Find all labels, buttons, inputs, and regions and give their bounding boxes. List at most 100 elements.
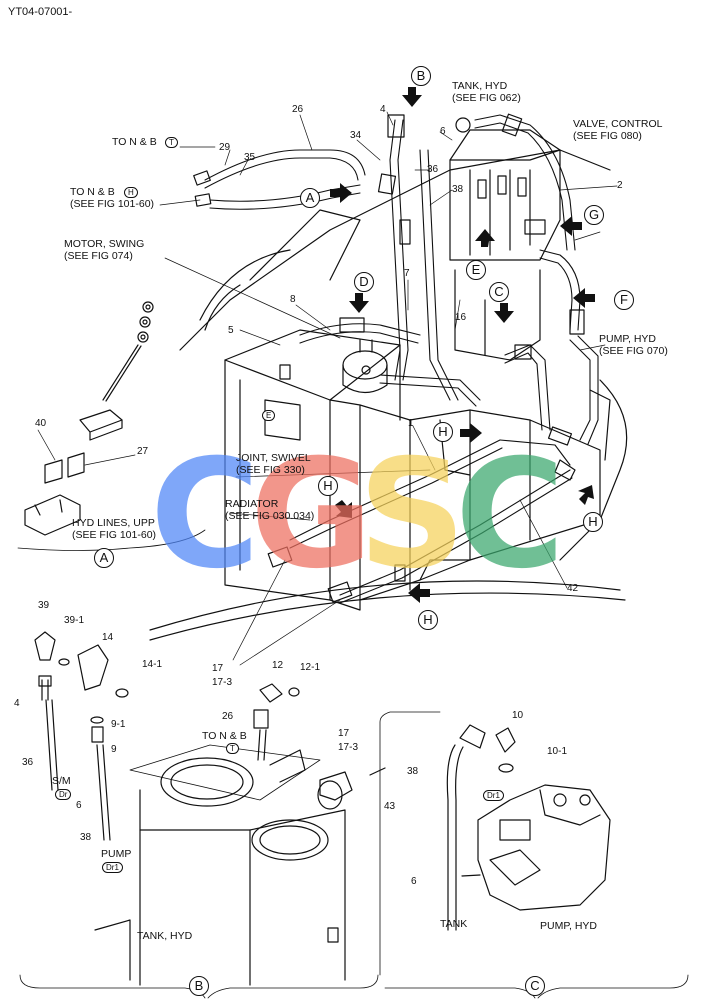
document-id: YT04-07001-: [8, 6, 73, 18]
part-14: 14: [102, 632, 114, 643]
part-17-b: 17: [338, 728, 350, 739]
part-38-c: 38: [407, 766, 419, 777]
label-joint-swivel: JOINT, SWIVEL: [236, 452, 311, 464]
label-pump-hyd-c: PUMP, HYD: [540, 920, 597, 932]
part-17-3-b: 17-3: [338, 742, 359, 753]
label-to-nb-h: TO N & B: [70, 186, 115, 198]
label-to-nb-t2: TO N & B: [202, 730, 247, 742]
control-valve: [449, 129, 561, 361]
part-35: 35: [244, 152, 256, 163]
part-42: 42: [567, 583, 579, 594]
part-9: 9: [111, 744, 117, 755]
label-radiator: RADIATOR: [225, 498, 279, 510]
part-16: 16: [455, 312, 467, 323]
badge-dr1-c: Dr1: [483, 790, 504, 801]
part-12-1: 12-1: [300, 662, 321, 673]
part-40: 40: [35, 418, 47, 429]
callout-h4: H: [418, 610, 438, 630]
label-see-fig-074: (SEE FIG 074): [64, 250, 133, 262]
part-29: 29: [219, 142, 231, 153]
part-14-1: 14-1: [142, 659, 163, 670]
label-see-fig-030-034: (SEE FIG 030.034): [225, 510, 315, 522]
label-see-fig-101-60: (SEE FIG 101-60): [70, 198, 155, 210]
callout-a-detail: A: [94, 548, 114, 568]
part-4-b: 4: [14, 698, 20, 709]
label-sm: S/M: [52, 775, 71, 787]
callout-c: C: [489, 282, 509, 302]
part-17-3: 17-3: [212, 677, 233, 688]
callout-g: G: [584, 205, 604, 225]
watermark-letter-s: S: [358, 428, 467, 602]
callout-b-top: B: [411, 66, 431, 86]
badge-dr: Dr: [55, 789, 72, 800]
part-36-b: 36: [22, 757, 34, 768]
callout-h1: H: [433, 422, 453, 442]
label-see-fig-062: (SEE FIG 062): [452, 92, 521, 104]
part-17: 17: [212, 663, 224, 674]
badge-h: H: [124, 187, 138, 198]
part-7: 7: [404, 268, 410, 279]
part-10-1: 10-1: [547, 746, 568, 757]
pointer-arrows: [330, 87, 595, 603]
part-38-b: 38: [80, 832, 92, 843]
callout-f: F: [614, 290, 634, 310]
part-39: 39: [38, 600, 50, 611]
label-see-fig-070: (SEE FIG 070): [599, 345, 668, 357]
callout-e: E: [466, 260, 486, 280]
part-38: 38: [452, 184, 464, 195]
callout-c-detail: C: [525, 976, 545, 996]
detail-b: [19, 631, 386, 999]
watermark-letter-c1: C: [150, 428, 261, 602]
part-26-b: 26: [222, 711, 234, 722]
callout-b-detail: B: [189, 976, 209, 996]
watermark-letter-c2: C: [455, 428, 566, 602]
label-hyd-lines-upp: HYD LINES, UPP: [72, 517, 155, 529]
part-36: 36: [427, 164, 439, 175]
label-pump: PUMP: [101, 848, 132, 860]
part-26: 26: [292, 104, 304, 115]
label-pump-hyd: PUMP, HYD: [599, 333, 656, 345]
part-34: 34: [350, 130, 362, 141]
label-tank-hyd: TANK, HYD: [452, 80, 508, 92]
detail-c: [379, 711, 689, 999]
part-1: 1: [408, 418, 414, 429]
part-10: 10: [512, 710, 524, 721]
part-12: 12: [272, 660, 284, 671]
label-see-fig-330: (SEE FIG 330): [236, 464, 305, 476]
badge-dr1: Dr1: [102, 862, 123, 873]
part-5: 5: [228, 325, 234, 336]
part-39-1: 39-1: [64, 615, 85, 626]
label-to-nb-t: TO N & B: [112, 136, 157, 148]
callout-a: A: [300, 188, 320, 208]
part-4: 4: [380, 104, 386, 115]
hoses-main: [204, 114, 599, 604]
swing-motor: [342, 339, 388, 394]
watermark-letter-g: G: [250, 428, 374, 602]
label-tank-hyd-b: TANK, HYD: [137, 930, 193, 942]
label-see-fig-101-60-b: (SEE FIG 101-60): [72, 529, 157, 541]
badge-e: E: [262, 410, 276, 421]
label-motor-swing: MOTOR, SWING: [64, 238, 145, 250]
part-8: 8: [290, 294, 296, 305]
part-27: 27: [137, 446, 149, 457]
badge-t: T: [165, 137, 178, 148]
label-tank: TANK: [440, 918, 468, 930]
part-9-1: 9-1: [111, 719, 126, 730]
label-valve-control: VALVE, CONTROL: [573, 118, 663, 130]
part-43: 43: [384, 801, 396, 812]
callout-h2: H: [318, 476, 338, 496]
part-6-c: 6: [411, 876, 417, 887]
callout-d: D: [354, 272, 374, 292]
part-6-b: 6: [76, 800, 82, 811]
hose-fittings: [193, 113, 585, 603]
label-see-fig-080: (SEE FIG 080): [573, 130, 642, 142]
detail-a: [17, 301, 206, 551]
callout-h3: H: [583, 512, 603, 532]
part-2: 2: [617, 180, 623, 191]
leader-lines: [37, 111, 618, 666]
badge-t2: T: [226, 743, 239, 754]
upper-frame: [149, 149, 628, 641]
frame-housings: [224, 329, 601, 611]
part-6: 6: [440, 126, 446, 137]
